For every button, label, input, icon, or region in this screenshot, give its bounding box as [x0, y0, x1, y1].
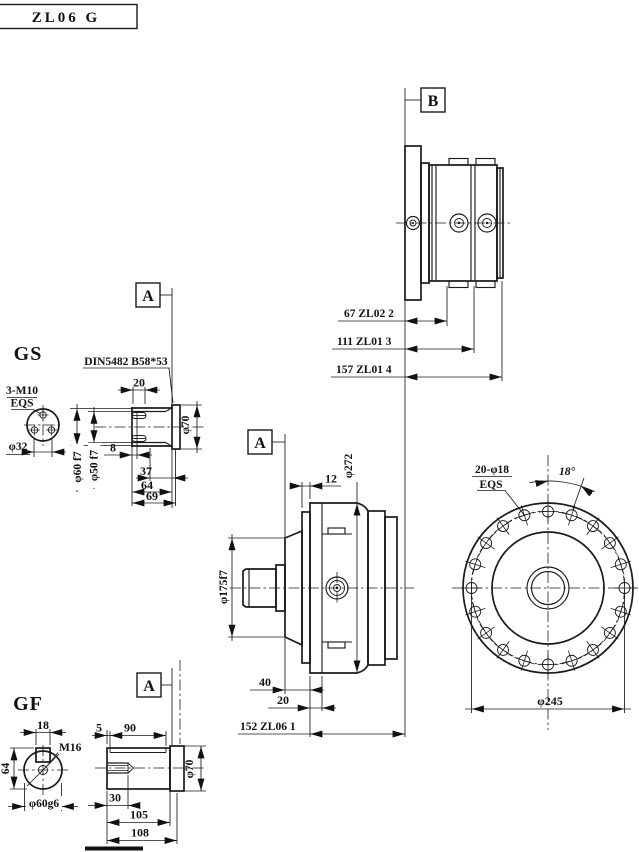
dim-key-width: 18 [37, 718, 49, 732]
dim-64: 64 [141, 478, 153, 492]
dim-dia-272: φ272 [343, 454, 355, 479]
model-number: ZL06 G [32, 10, 100, 26]
spline-spec: DIN5482 B58*53 [84, 356, 168, 368]
dim-key-length: 90 [124, 721, 136, 735]
b-dim-row-3: 157 ZL01 4 [336, 364, 392, 376]
dim-spline-length: 20 [133, 376, 145, 390]
b-dim-row-1: 67 ZL02 2 [344, 308, 394, 320]
gf-side-view: 5 90 30 φ70 105 108 A [88, 660, 206, 844]
section-mark-a-lower: A [143, 678, 155, 695]
holes-eqs-note: EQS [479, 479, 502, 491]
dim-dia-70-gf: φ70 [184, 759, 196, 778]
title-block: ZL06 G [0, 3, 138, 30]
section-mark-a-mid: A [254, 435, 266, 452]
dim-dia-60g6: φ60g6 [29, 798, 59, 810]
dim-20: 20 [277, 693, 289, 707]
dim-37: 37 [140, 464, 152, 478]
dim-30: 30 [109, 791, 121, 805]
flange-face-view: 20-φ18 EQS 18° φ245 [452, 455, 638, 730]
holes-note: 20-φ18 [475, 464, 509, 476]
dim-dia-245: φ245 [537, 694, 563, 708]
gs-side-view: DIN5482 B58*53 20 8 37 [70, 282, 205, 508]
gs-bolt-circle-dia: φ32 [9, 441, 28, 453]
b-dim-row-2: 111 ZL01 3 [337, 336, 392, 348]
dim-12: 12 [325, 472, 337, 486]
dim-overall-152: 152 ZL06 1 [240, 721, 296, 733]
thread-m16: M16 [59, 742, 82, 754]
dim-dia-70-gs: φ70 [180, 415, 192, 434]
dim-5: 5 [96, 721, 102, 735]
dim-105: 105 [130, 808, 148, 822]
dim-dia-60: φ60 f7 [72, 451, 84, 482]
b-view: B 67 ZL02 2 111 ZL01 3 [331, 87, 512, 737]
dim-40: 40 [259, 675, 271, 689]
dim-69: 69 [146, 489, 158, 503]
dim-dia-175: φ175f7 [218, 570, 230, 604]
dim-64-gf: 64 [0, 763, 12, 775]
dim-dia-50: φ50 f7 [89, 450, 101, 481]
section-mark-a-upper: A [142, 288, 154, 305]
gs-thread-note: 3-M10 [6, 385, 38, 397]
main-view-bolt [325, 572, 349, 604]
gf-pilot-hub [169, 745, 185, 792]
gf-end-view: GF 18 M16 64 φ60g6 [0, 693, 82, 811]
gs-eqs-note: EQS [10, 398, 33, 410]
dim-depth-8: 8 [110, 441, 116, 455]
section-mark-b: B [428, 93, 439, 110]
angle-dim-18: 18° [559, 466, 576, 478]
gs-label: GS [14, 343, 43, 365]
gs-end-view: GS 3-M10 EQS φ32 [6, 343, 66, 457]
main-section-view: A 12 φ272 φ17 [218, 429, 414, 738]
dim-108: 108 [131, 826, 149, 840]
gf-label: GF [13, 693, 43, 715]
